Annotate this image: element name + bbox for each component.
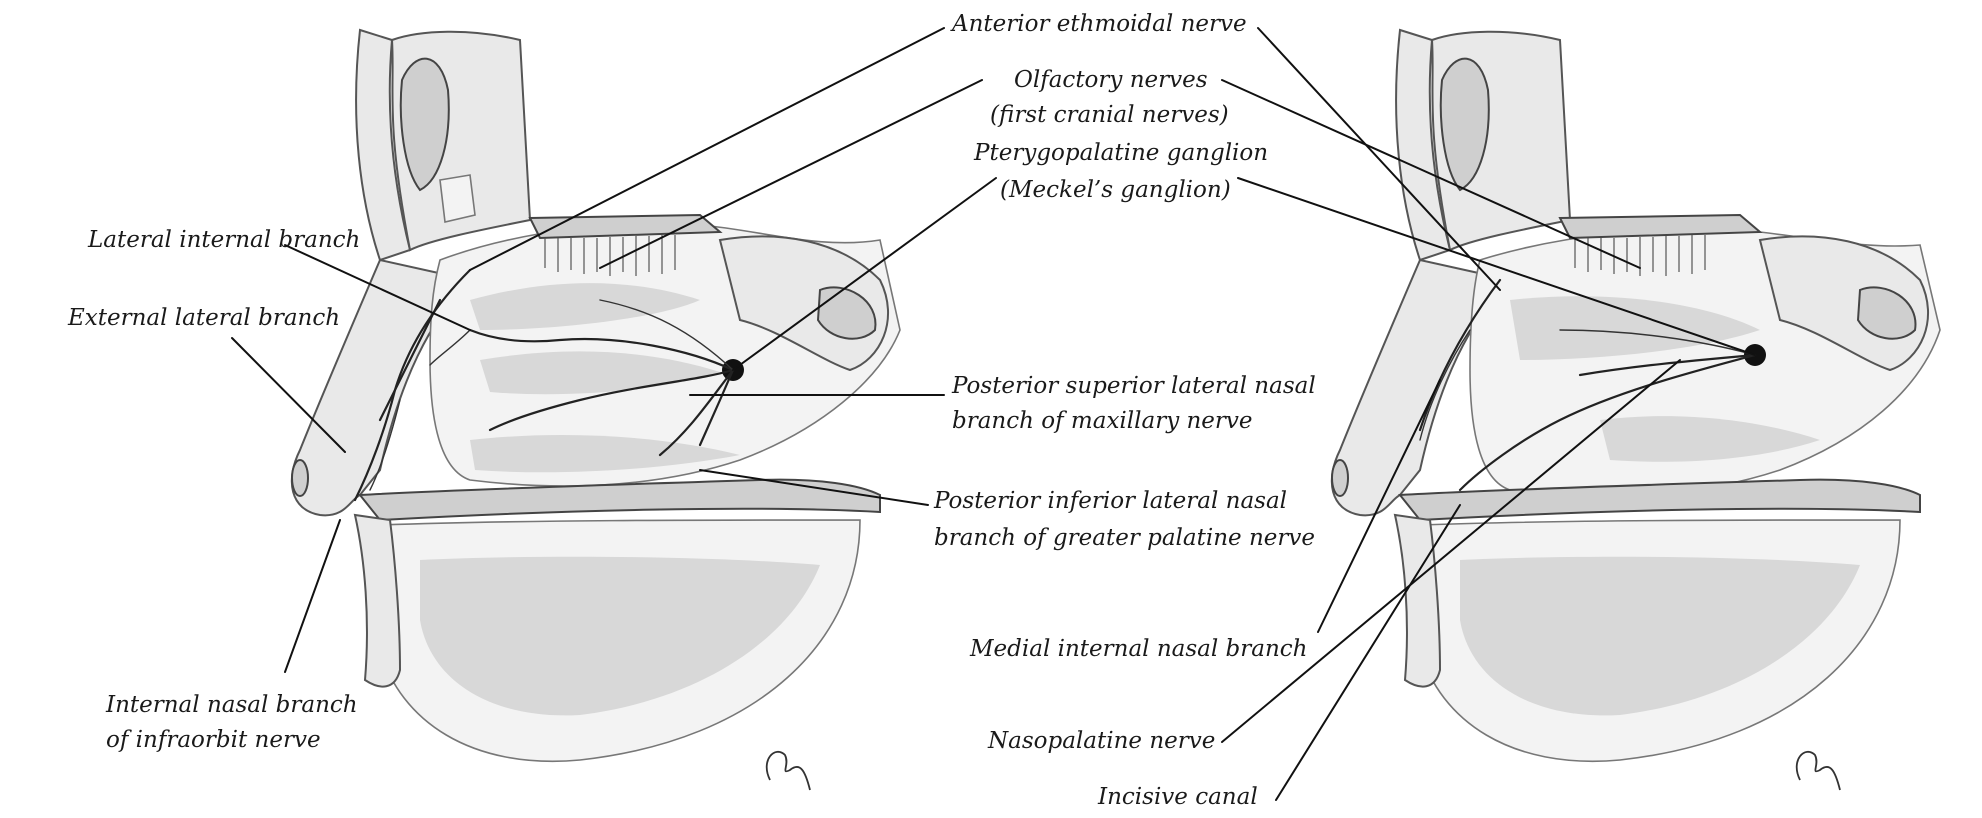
leader-external-lateral <box>231 337 346 453</box>
right-nerves <box>1418 278 1766 492</box>
leader-posterior-inferior <box>699 469 929 506</box>
leader-nasopalatine <box>1221 359 1681 743</box>
labels: Anterior ethmoidal nerve Olfactory nerve… <box>67 11 1316 810</box>
label-pterygopalatine-ganglion-sub: (Meckel’s ganglion) <box>1000 177 1231 203</box>
label-posterior-inferior-lateral-nasal: Posterior inferior lateral nasal <box>933 488 1287 514</box>
leader-lateral-internal <box>284 244 471 331</box>
leader-internal-nasal <box>284 519 341 673</box>
label-anterior-ethmoidal-nerve: Anterior ethmoidal nerve <box>950 11 1247 37</box>
label-medial-internal-nasal-branch: Medial internal nasal branch <box>969 636 1307 662</box>
leader-olfactory-right <box>1221 79 1641 269</box>
leader-lines <box>231 27 1756 801</box>
label-external-lateral-branch: External lateral branch <box>67 305 340 331</box>
label-lateral-internal-branch: Lateral internal branch <box>87 227 360 253</box>
label-pterygopalatine-ganglion: Pterygopalatine ganglion <box>973 140 1268 166</box>
right-septum-illustration <box>1330 28 1941 791</box>
leader-medial-internal <box>1317 379 1441 633</box>
leader-anterior-ethmoidal-left <box>469 27 945 271</box>
leader-pterygopalatine-left <box>732 177 997 371</box>
label-posterior-superior-lateral-nasal-sub: branch of maxillary nerve <box>952 408 1253 434</box>
label-olfactory-nerves: Olfactory nerves <box>1014 67 1208 93</box>
leader-pterygopalatine-right <box>1237 177 1756 356</box>
label-olfactory-nerves-sub: (first cranial nerves) <box>990 102 1229 128</box>
label-posterior-superior-lateral-nasal: Posterior superior lateral nasal <box>951 373 1316 399</box>
label-incisive-canal: Incisive canal <box>1097 784 1258 810</box>
label-posterior-inferior-lateral-nasal-sub: branch of greater palatine nerve <box>934 525 1315 551</box>
label-internal-nasal-branch: Internal nasal branch <box>105 692 358 718</box>
left-lateral-wall-illustration <box>290 28 901 791</box>
leader-anterior-ethmoidal-right <box>1257 27 1501 291</box>
label-nasopalatine-nerve: Nasopalatine nerve <box>987 728 1215 754</box>
right-signature-mark <box>1795 750 1841 791</box>
left-signature-mark <box>765 750 811 791</box>
leader-incisive-canal <box>1275 504 1461 801</box>
leader-olfactory-left <box>599 79 983 269</box>
left-olfactory-fibres <box>544 235 676 276</box>
label-internal-nasal-branch-sub: of infraorbit nerve <box>106 727 321 753</box>
